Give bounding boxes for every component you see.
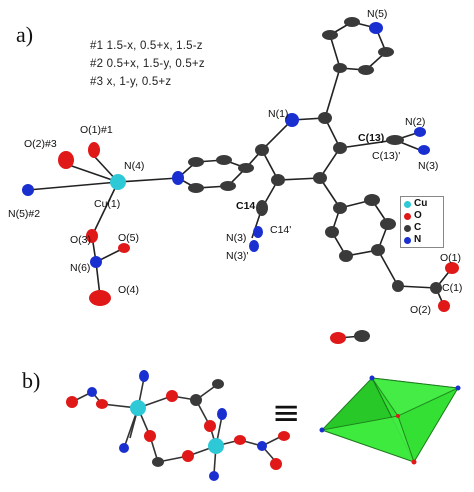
atoms [22,17,459,344]
panel-label-b: b) [22,368,41,393]
legend-label-cu: Cu [414,198,428,209]
label-cu1: Cu(1) [94,198,121,210]
symmetry-code-2: #2 0.5+x, 1.5-y, 0.5+z [90,58,205,70]
label-c14: C14 [236,200,256,212]
legend-swatch-c [404,225,411,232]
bond [339,139,396,149]
bond [377,249,399,287]
dimer-fragment [66,370,290,481]
pyridyl-ring-left [176,159,248,189]
label-n2: N(2) [405,116,426,128]
panel-label-a: a) [16,22,34,47]
label-o2-right: O(2) [410,304,431,316]
bond [324,67,341,119]
atom-cu1 [110,174,126,190]
symmetry-code-1: #1 1.5-x, 0.5+x, 1.5-z [90,40,203,52]
label-c1: C(1) [442,282,463,294]
legend-label-o: O [414,210,422,221]
bond-lines [27,21,453,339]
legend-swatch-o [404,213,411,220]
atom-n1 [285,113,299,127]
coordination-polyhedron [319,375,461,465]
label-n3-right: N(3) [418,160,439,172]
legend-label-n: N [414,234,422,245]
atom-n4 [172,171,184,185]
central-ring [261,117,341,181]
label-c13: C(13) [358,132,385,144]
label-o1-right: O(1) [440,252,461,264]
label-n3-prime: N(3)' [226,250,249,262]
label-c14-prime: C14' [270,224,292,236]
bond-cu-n5 [27,181,119,191]
label-n3-left: N(3) [226,232,247,244]
label-o2-3: O(2)#3 [24,138,57,150]
label-n6: N(6) [70,262,91,274]
label-n4: N(4) [124,160,145,172]
atom-n5 [369,22,383,34]
bond [397,285,437,289]
bond-cu-o3 [91,181,119,237]
symmetry-code-3: #3 x, 1-y, 0.5+z [90,76,172,88]
legend-swatch-cu [404,201,411,208]
label-o4: O(4) [118,284,139,296]
legend-swatch-n [404,237,411,244]
label-n1: N(1) [268,108,289,120]
legend-label-c: C [414,222,422,233]
bond-cu-o2 [65,163,119,183]
label-o1-1: O(1)#1 [80,124,113,136]
label-c13-prime: C(13)' [372,150,401,162]
label-n5-2: N(5)#2 [8,208,41,220]
label-o3: O(3) [70,234,91,246]
equivalence-symbol: ≡ [272,393,301,433]
label-n5-top: N(5) [367,8,388,20]
bond-cu-n4 [117,177,179,183]
element-legend: Cu O C N [400,196,444,248]
label-o5: O(5) [118,232,139,244]
